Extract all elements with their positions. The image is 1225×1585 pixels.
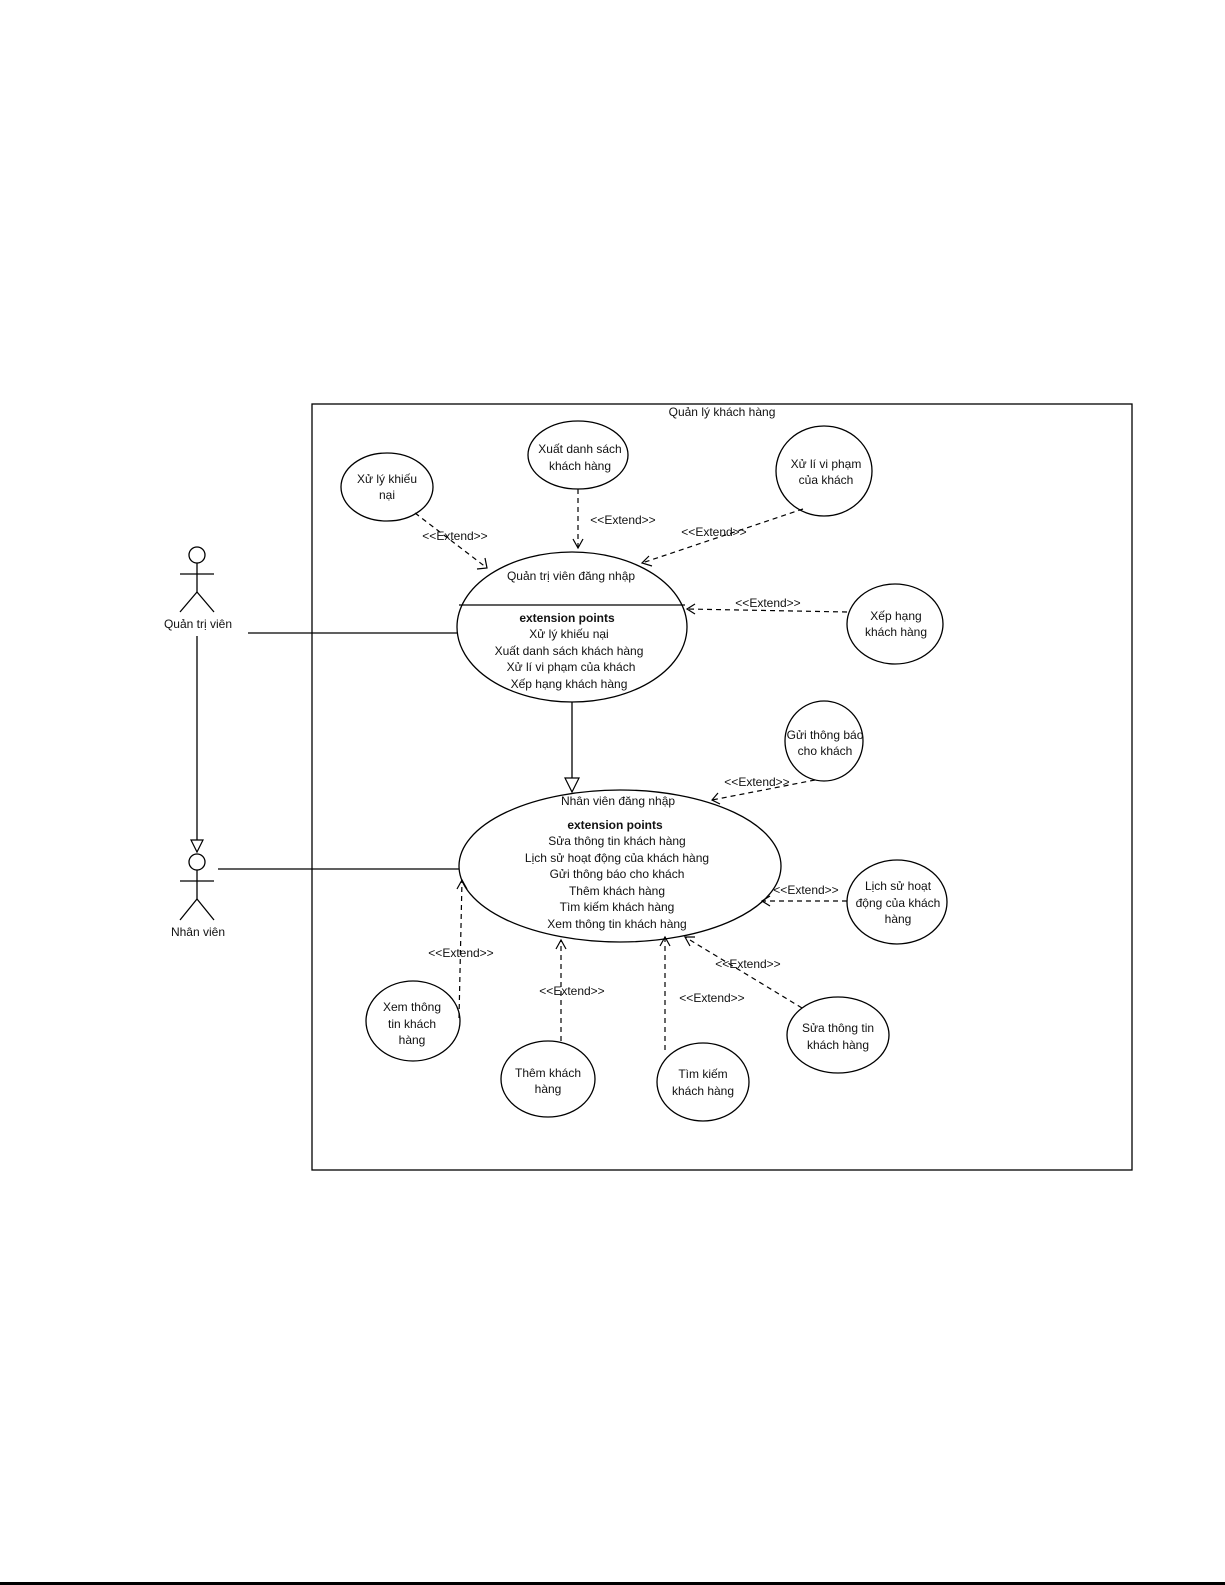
usecase-history-line2: động của khách bbox=[856, 896, 941, 910]
usecase-notify-line2: cho khách bbox=[798, 744, 853, 758]
actor-admin-label: Quản trị viên bbox=[164, 617, 232, 631]
actor-staff-label: Nhân viên bbox=[171, 925, 225, 939]
extend-complaint bbox=[414, 512, 488, 570]
usecase-ranking-line2: khách hàng bbox=[865, 625, 927, 639]
staff-ep-4: Thêm khách hàng bbox=[569, 884, 665, 898]
extend-ranking bbox=[685, 603, 848, 615]
extend-label-violation: <<Extend>> bbox=[681, 525, 746, 539]
usecase-view bbox=[365, 980, 461, 1062]
usecase-admin-login bbox=[456, 551, 688, 703]
usecase-edit bbox=[786, 996, 890, 1074]
usecase-staff-login bbox=[458, 789, 782, 943]
extend-notify bbox=[711, 779, 816, 805]
usecase-complaint-line1: Xử lý khiếu bbox=[357, 472, 417, 486]
usecase-admin-login-ep-heading: extension points bbox=[519, 611, 615, 625]
usecase-admin-login-name: Quản trị viên đăng nhập bbox=[507, 569, 635, 583]
extend-history bbox=[760, 895, 847, 907]
usecase-add-line2: hàng bbox=[535, 1082, 562, 1096]
usecase-history-line3: hàng bbox=[885, 912, 912, 926]
usecase-view-line1: Xem thông bbox=[383, 1000, 441, 1014]
usecase-ranking bbox=[846, 583, 944, 665]
actor-admin bbox=[179, 546, 215, 613]
staff-ep-1: Sửa thông tin khách hàng bbox=[548, 834, 685, 848]
page-bottom-rule bbox=[0, 1582, 1225, 1585]
staff-ep-3: Gửi thông báo cho khách bbox=[550, 867, 685, 881]
usecase-notify-line1: Gửi thông báo bbox=[787, 728, 864, 742]
extend-label-notify: <<Extend>> bbox=[724, 775, 789, 789]
system-title: Quản lý khách hàng bbox=[669, 405, 776, 419]
usecase-violation-line2: của khách bbox=[799, 473, 854, 487]
usecase-staff-login-ep-heading: extension points bbox=[567, 818, 663, 832]
usecase-view-line3: hàng bbox=[399, 1033, 426, 1047]
admin-ep-3: Xử lí vi phạm của khách bbox=[507, 660, 636, 674]
usecase-generalization bbox=[564, 702, 580, 794]
usecase-history-line1: Lịch sử hoạt bbox=[865, 879, 932, 893]
staff-ep-6: Xem thông tin khách hàng bbox=[547, 917, 686, 931]
extend-label-ranking: <<Extend>> bbox=[735, 596, 800, 610]
extend-label-export-list: <<Extend>> bbox=[590, 513, 655, 527]
usecase-edit-line2: khách hàng bbox=[807, 1038, 869, 1052]
usecase-complaint bbox=[340, 452, 434, 522]
usecase-search-line2: khách hàng bbox=[672, 1084, 734, 1098]
usecase-complaint-line2: nại bbox=[379, 488, 395, 502]
usecase-export-list-line1: Xuất danh sách bbox=[538, 442, 621, 456]
extend-violation bbox=[640, 508, 804, 567]
actor-generalization bbox=[190, 636, 204, 854]
usecase-export-list-line2: khách hàng bbox=[549, 459, 611, 473]
usecase-violation bbox=[775, 425, 873, 517]
usecase-edit-line1: Sửa thông tin bbox=[802, 1021, 874, 1035]
system-boundary bbox=[311, 403, 1133, 1171]
extend-label-search: <<Extend>> bbox=[679, 991, 744, 1005]
usecase-staff-login-name: Nhân viên đăng nhập bbox=[561, 794, 675, 808]
admin-ep-4: Xếp hạng khách hàng bbox=[511, 677, 628, 691]
usecase-search bbox=[656, 1042, 750, 1122]
staff-ep-2: Lịch sử hoạt động của khách hàng bbox=[525, 851, 709, 865]
extend-edit bbox=[683, 936, 803, 1009]
extend-view bbox=[456, 878, 468, 1019]
extend-label-history: <<Extend>> bbox=[773, 883, 838, 897]
extend-search bbox=[659, 935, 671, 1050]
actor-staff bbox=[179, 853, 215, 921]
usecase-violation-line1: Xử lí vi phạm bbox=[791, 457, 862, 471]
usecase-view-line2: tin khách bbox=[388, 1017, 436, 1031]
usecase-add bbox=[500, 1040, 596, 1118]
usecase-search-line1: Tìm kiếm bbox=[678, 1067, 727, 1081]
usecase-ranking-line1: Xếp hạng bbox=[870, 609, 921, 623]
admin-ep-1: Xử lý khiếu nại bbox=[529, 627, 608, 641]
extend-label-complaint: <<Extend>> bbox=[422, 529, 487, 543]
extend-label-add: <<Extend>> bbox=[539, 984, 604, 998]
usecase-add-line1: Thêm khách bbox=[515, 1066, 581, 1080]
staff-ep-5: Tìm kiếm khách hàng bbox=[560, 900, 675, 914]
extend-label-edit: <<Extend>> bbox=[715, 957, 780, 971]
usecase-notify bbox=[784, 700, 864, 782]
usecase-history bbox=[846, 859, 948, 945]
extend-label-view: <<Extend>> bbox=[428, 946, 493, 960]
admin-ep-2: Xuất danh sách khách hàng bbox=[495, 644, 644, 658]
extend-export-list bbox=[572, 489, 584, 550]
extend-add bbox=[555, 938, 567, 1041]
